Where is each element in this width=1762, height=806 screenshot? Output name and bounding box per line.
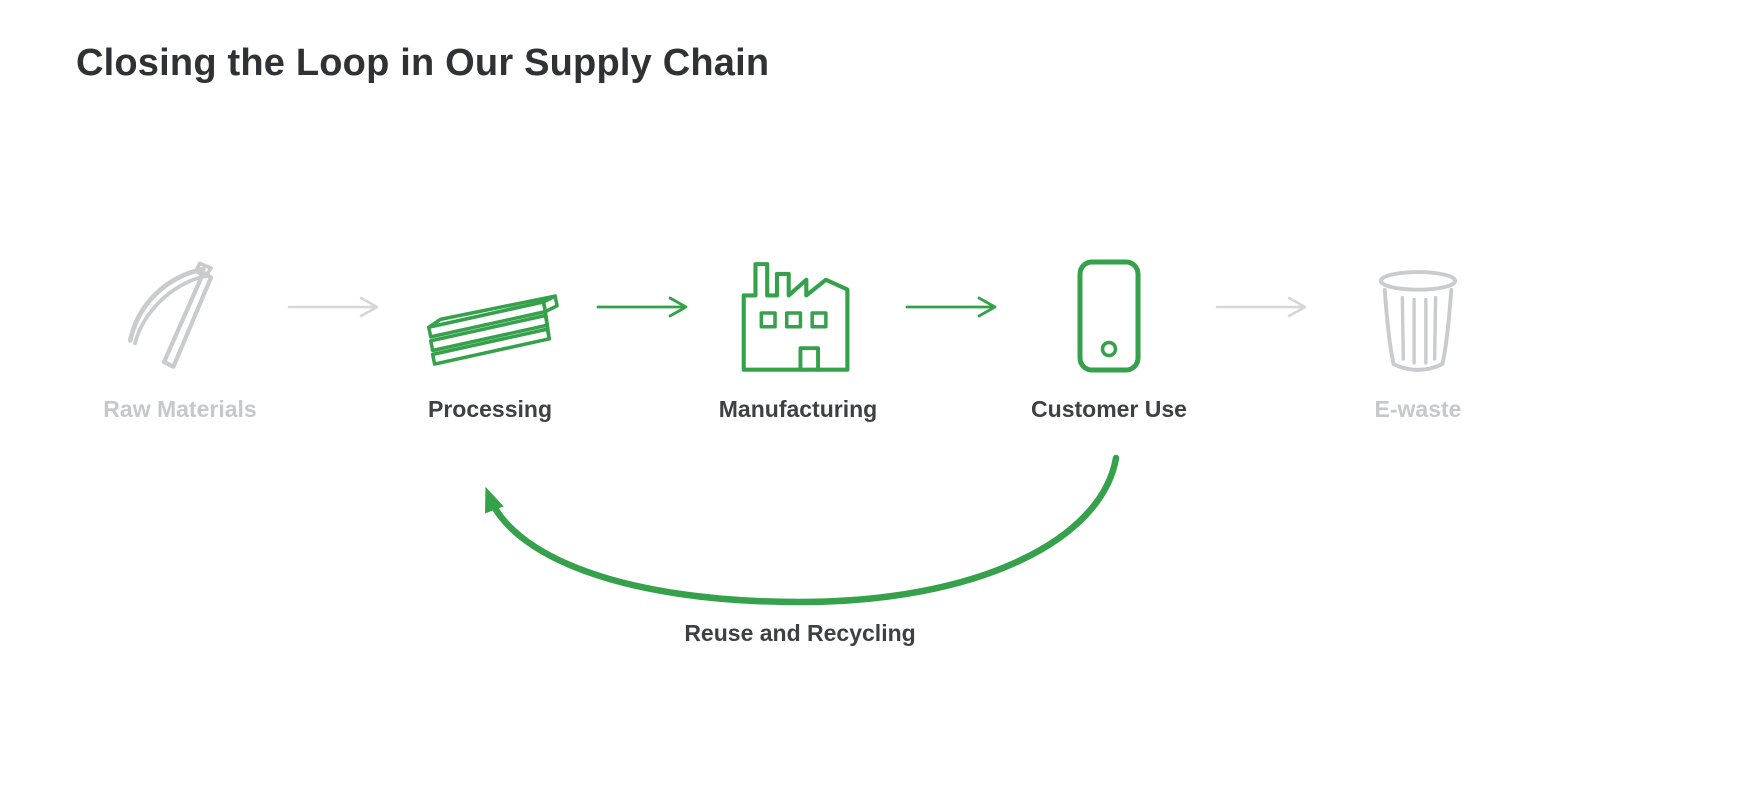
- stage-label: Processing: [428, 396, 552, 422]
- flow-arrow-customer-to-ewaste: [1215, 294, 1311, 320]
- stage-e-waste: E-waste: [1298, 240, 1538, 423]
- stage-label: E-waste: [1374, 396, 1462, 422]
- arrow-right-icon: [905, 296, 997, 318]
- stage-icon-wrap: [421, 240, 559, 374]
- loop-label: Reuse and Recycling: [684, 620, 916, 646]
- stage-manufacturing: Manufacturing: [678, 240, 918, 423]
- arrow-right-icon: [596, 296, 688, 318]
- stage-icon-wrap: [1373, 240, 1463, 374]
- ingot-stack-icon: [427, 294, 559, 366]
- factory-icon: [741, 262, 850, 372]
- flow-arrow-processing-to-manufacturing: [596, 294, 692, 320]
- stage-raw-materials: Raw Materials: [60, 240, 300, 423]
- arrow-right-icon: [287, 296, 379, 318]
- stage-icon-wrap: [732, 240, 864, 374]
- page-title: Closing the Loop in Our Supply Chain: [76, 42, 770, 84]
- stage-label: Manufacturing: [718, 396, 878, 422]
- stage-customer-use: Customer Use: [989, 240, 1229, 423]
- flow-arrow-raw-to-processing: [287, 294, 383, 320]
- stage-icon-wrap: [1076, 240, 1142, 374]
- smartphone-icon: [1077, 259, 1141, 373]
- pickaxe-icon: [127, 261, 214, 369]
- arrow-right-icon: [1215, 296, 1307, 318]
- stage-icon-wrap: [119, 240, 241, 374]
- flow-arrow-manufacturing-to-customer: [905, 294, 1001, 320]
- trash-can-icon: [1378, 270, 1458, 372]
- stage-processing: Processing: [370, 240, 610, 423]
- stage-label: Customer Use: [1031, 396, 1187, 422]
- stage-label: Raw Materials: [103, 396, 257, 422]
